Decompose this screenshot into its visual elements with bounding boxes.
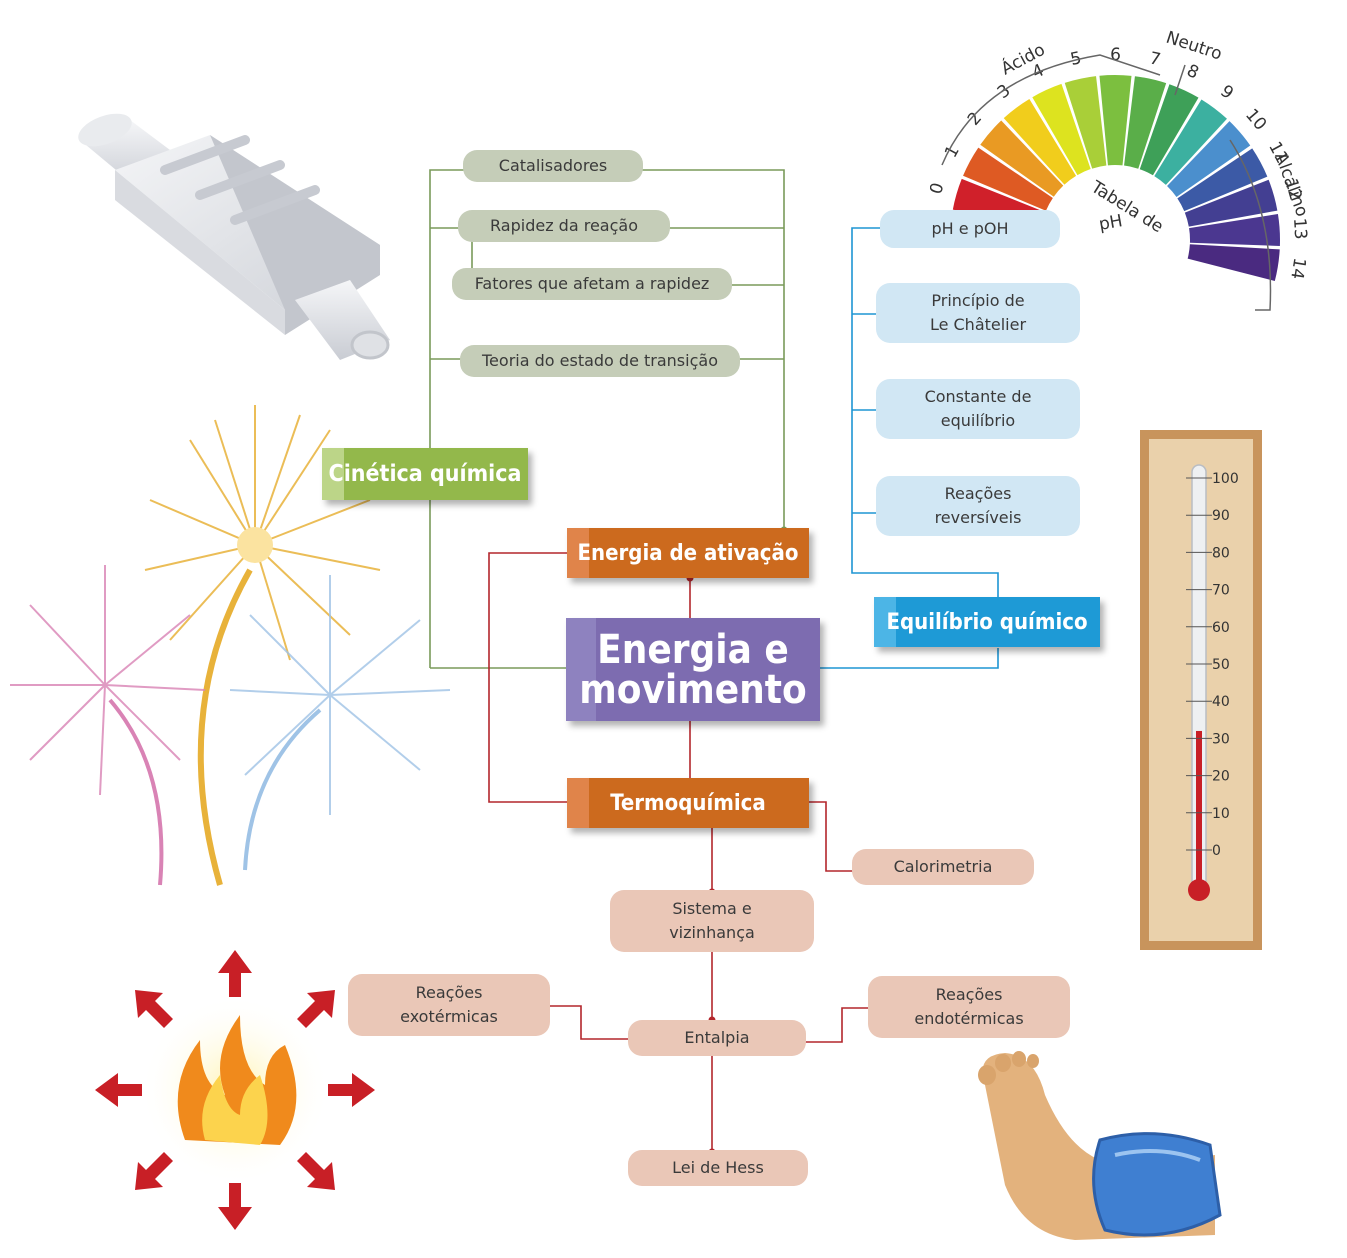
ph-number-14: 14 [1286, 256, 1309, 280]
entalpia-node: Entalpia [628, 1020, 806, 1056]
fireworks-illustration [10, 405, 451, 886]
thermometer-mark-30: 30 [1212, 731, 1230, 747]
catalisadores-label: Catalisadores [498, 156, 608, 175]
sistema-vizinhanca-line2: vizinhança [669, 923, 755, 942]
entalpia-label: Entalpia [684, 1028, 750, 1047]
thermometer-mark-60: 60 [1212, 620, 1230, 636]
thermometer-mark-100: 100 [1212, 471, 1239, 487]
ph-number-10: 10 [1241, 105, 1270, 134]
energia-ativacao-tab [567, 528, 589, 578]
ph-segment-2 [980, 120, 1064, 197]
ph-number-6: 6 [1110, 45, 1121, 65]
teoria-estado-transicao-label: Teoria do estado de transição [482, 351, 718, 370]
reacoes-exotermicas-line1: Reações [415, 983, 483, 1002]
cinetica-quimica-header: Cinética química [322, 448, 528, 500]
reacoes-exotermicas-node: Reações exotérmicas [348, 974, 550, 1036]
ph-number-2: 2 [964, 108, 986, 129]
ph-number-0: 0 [930, 181, 948, 197]
ph-number-7: 7 [1148, 48, 1163, 70]
thermometer-mark-10: 10 [1212, 806, 1230, 822]
foot-ice-pack-illustration [978, 1051, 1222, 1240]
ph-segment-11 [1177, 148, 1268, 212]
reacoes-reversiveis-line1: Reações [944, 484, 1012, 503]
principio-chatelier-line2: Le Châtelier [929, 315, 1027, 334]
reacoes-endotermicas-line1: Reações [935, 985, 1003, 1004]
teoria-estado-transicao-node: Teoria do estado de transição [460, 345, 740, 377]
thermometer-mark-0: 0 [1212, 843, 1221, 859]
ph-segment-13 [1189, 213, 1280, 246]
center-title-line1: Energia e [597, 626, 789, 673]
fatores-rapidez-node: Fatores que afetam a rapidez [452, 268, 732, 300]
termoquimica-header: Termoquímica [567, 778, 809, 828]
catalisadores-node: Catalisadores [463, 150, 643, 182]
ph-segment-4 [1032, 83, 1091, 176]
reacoes-endotermicas-node: Reações endotérmicas [868, 976, 1070, 1038]
ph-neutral-label: Neutro [1163, 28, 1224, 65]
ph-poh-label: pH e pOH [931, 219, 1009, 238]
sistema-vizinhanca-node: Sistema e vizinhança [610, 890, 814, 952]
rapidez-reacao-node: Rapidez da reação [458, 210, 670, 242]
principio-chatelier-node: Princípio de Le Châtelier [876, 283, 1080, 343]
center-tab [566, 618, 596, 721]
constante-equilibrio-line1: Constante de [924, 387, 1032, 406]
reacoes-reversiveis-node: Reações reversíveis [876, 476, 1080, 536]
rapidez-reacao-label: Rapidez da reação [490, 216, 638, 235]
ph-segment-7 [1124, 76, 1167, 169]
ph-segment-5 [1064, 76, 1107, 169]
center-title-line2: movimento [579, 666, 807, 713]
reacoes-endotermicas-line2: endotérmicas [914, 1009, 1024, 1028]
energia-movimento-center: Energia e movimento [566, 618, 820, 721]
equilibrio-header-tab [874, 597, 896, 647]
ph-number-9: 9 [1216, 81, 1237, 103]
reacoes-exotermicas-line2: exotérmicas [400, 1007, 498, 1026]
ph-poh-node: pH e pOH [880, 210, 1060, 248]
thermometer-mark-90: 90 [1212, 508, 1230, 524]
cinetica-connectors [429, 169, 785, 669]
constante-equilibrio-node: Constante de equilíbrio [876, 379, 1080, 439]
calorimetria-label: Calorimetria [893, 857, 993, 876]
energia-ativacao-title: Energia de ativação [577, 540, 799, 566]
thermometer-mark-20: 20 [1212, 769, 1230, 785]
energia-ativacao-header: Energia de ativação [567, 528, 809, 578]
cinetica-header-tab [322, 448, 344, 500]
constante-equilibrio-line2: equilíbrio [940, 411, 1016, 430]
thermometer-mercury [1196, 730, 1202, 890]
catalytic-converter-illustration [78, 113, 390, 360]
fire-illustration [95, 950, 375, 1230]
ph-segment-10 [1167, 121, 1251, 198]
thermometer-mark-50: 50 [1212, 657, 1230, 673]
cinetica-quimica-title: Cinética química [328, 461, 522, 487]
equilibrio-quimico-header: Equilíbrio químico [874, 597, 1100, 647]
ph-table-label: Tabela de [1087, 177, 1167, 237]
calorimetria-node: Calorimetria [852, 849, 1034, 885]
ph-color-segments [952, 75, 1280, 282]
ph-segment-9 [1154, 99, 1227, 185]
termoquimica-tab [567, 778, 589, 828]
thermometer-mark-80: 80 [1212, 545, 1230, 561]
equilibrio-quimico-title: Equilíbrio químico [886, 609, 1088, 635]
thermometer-mark-40: 40 [1212, 694, 1230, 710]
sistema-vizinhanca-line1: Sistema e [672, 899, 752, 918]
ph-unit-label: pH [1097, 211, 1124, 235]
lei-hess-node: Lei de Hess [628, 1150, 808, 1186]
ph-number-13: 13 [1289, 217, 1310, 240]
ph-segment-1 [963, 147, 1053, 211]
ph-number-8: 8 [1184, 61, 1202, 84]
fatores-rapidez-label: Fatores que afetam a rapidez [474, 274, 710, 293]
lei-hess-label: Lei de Hess [672, 1158, 764, 1177]
ph-segment-8 [1139, 84, 1199, 176]
equilibrio-dots [884, 224, 892, 517]
reacoes-reversiveis-line2: reversíveis [934, 508, 1022, 527]
ph-number-3: 3 [994, 81, 1015, 103]
termoquimica-connectors [488, 552, 876, 1152]
thermometer-mark-70: 70 [1212, 583, 1230, 599]
ph-segment-3 [1003, 98, 1077, 185]
ph-segment-6 [1099, 75, 1132, 166]
principio-chatelier-line1: Princípio de [931, 291, 1025, 310]
termoquimica-title: Termoquímica [610, 790, 766, 816]
ph-segment-14 [1187, 244, 1280, 282]
